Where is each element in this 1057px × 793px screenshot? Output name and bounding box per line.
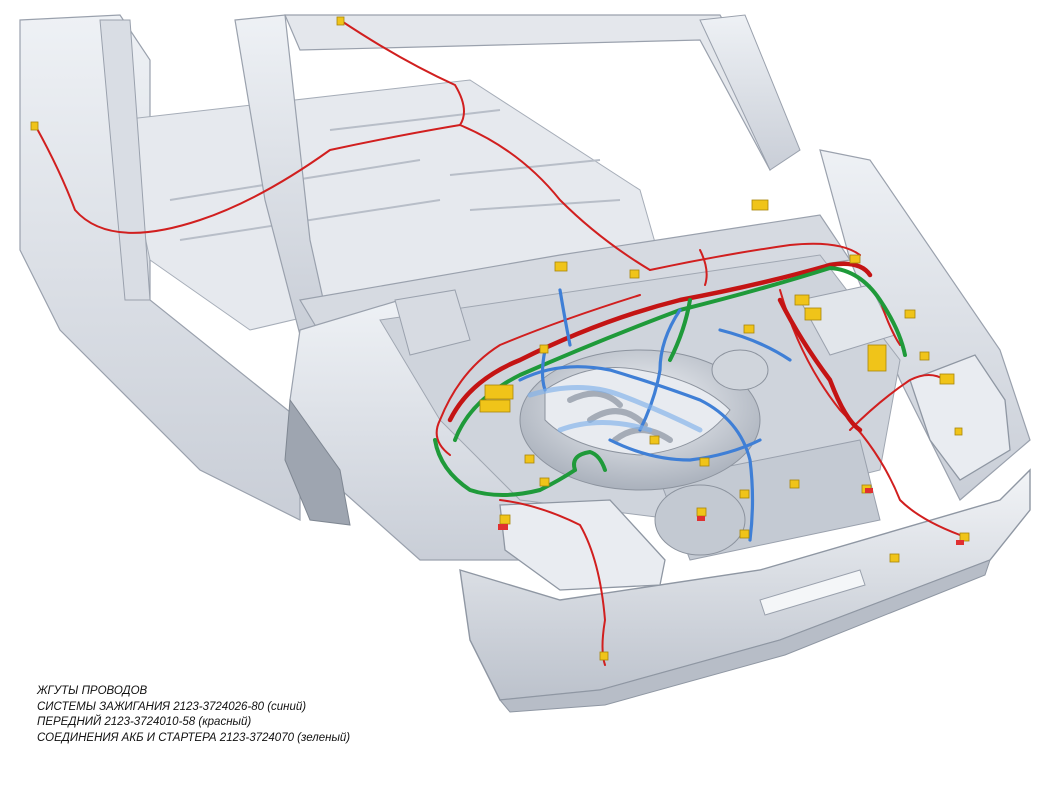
connector <box>939 373 955 385</box>
alternator <box>711 349 769 391</box>
bumper-lip <box>499 559 991 713</box>
headlight-left <box>499 499 666 591</box>
connector <box>524 454 535 464</box>
headlight-right <box>909 354 1011 481</box>
battery-starter-harness-green <box>433 266 907 497</box>
connector <box>539 344 549 354</box>
a-pillar-right <box>699 14 801 171</box>
connector-end <box>498 524 508 530</box>
legend-heading: ЖГУТЫ ПРОВОДОВ <box>37 685 148 697</box>
connector <box>789 479 800 489</box>
connector <box>539 477 550 487</box>
connector <box>804 307 822 321</box>
connector <box>867 344 887 372</box>
connector <box>919 351 930 361</box>
connector <box>336 16 345 26</box>
connector <box>484 384 514 400</box>
connector <box>599 651 609 661</box>
connector-ends-red <box>498 488 964 545</box>
connector <box>699 457 710 467</box>
connector-end <box>697 516 705 521</box>
connector <box>849 254 861 264</box>
ignition-harness-blue <box>518 288 792 542</box>
legend-battery-starter-harness: СОЕДИНЕНИЯ АКБ И СТАРТЕРА 2123-3724070 (… <box>37 731 351 744</box>
b-pillar <box>99 19 151 301</box>
legend-ignition-harness: СИСТЕМЫ ЗАЖИГАНИЯ 2123-3724026-80 (синий… <box>37 700 307 713</box>
ignition-leads <box>527 385 703 433</box>
wheel-arch-left <box>284 398 351 526</box>
connector <box>751 199 769 211</box>
connector-end <box>956 540 964 545</box>
connector <box>739 529 750 539</box>
legend-caption: ЖГУТЫ ПРОВОДОВ СИСТЕМЫ ЗАЖИГАНИЯ 2123-37… <box>37 684 497 746</box>
legend-front-harness: ПЕРЕДНИЙ 2123-3724010-58 (красный) <box>37 716 252 728</box>
connector <box>499 514 511 525</box>
strut-tower-left <box>394 289 471 356</box>
connector <box>959 532 970 542</box>
connector <box>30 121 39 131</box>
connector <box>649 435 660 445</box>
grille-slot <box>759 569 866 616</box>
connector <box>889 553 900 563</box>
connector <box>954 427 963 436</box>
connector <box>629 269 640 279</box>
connector <box>479 399 511 413</box>
front-harness-red-trunk <box>447 261 873 433</box>
front-harness-red <box>34 19 961 666</box>
connector <box>794 294 810 306</box>
connector <box>554 261 568 272</box>
connector <box>904 309 916 319</box>
connector-end <box>865 488 873 493</box>
connector <box>696 507 707 517</box>
connector <box>743 324 755 334</box>
connector <box>739 489 750 499</box>
